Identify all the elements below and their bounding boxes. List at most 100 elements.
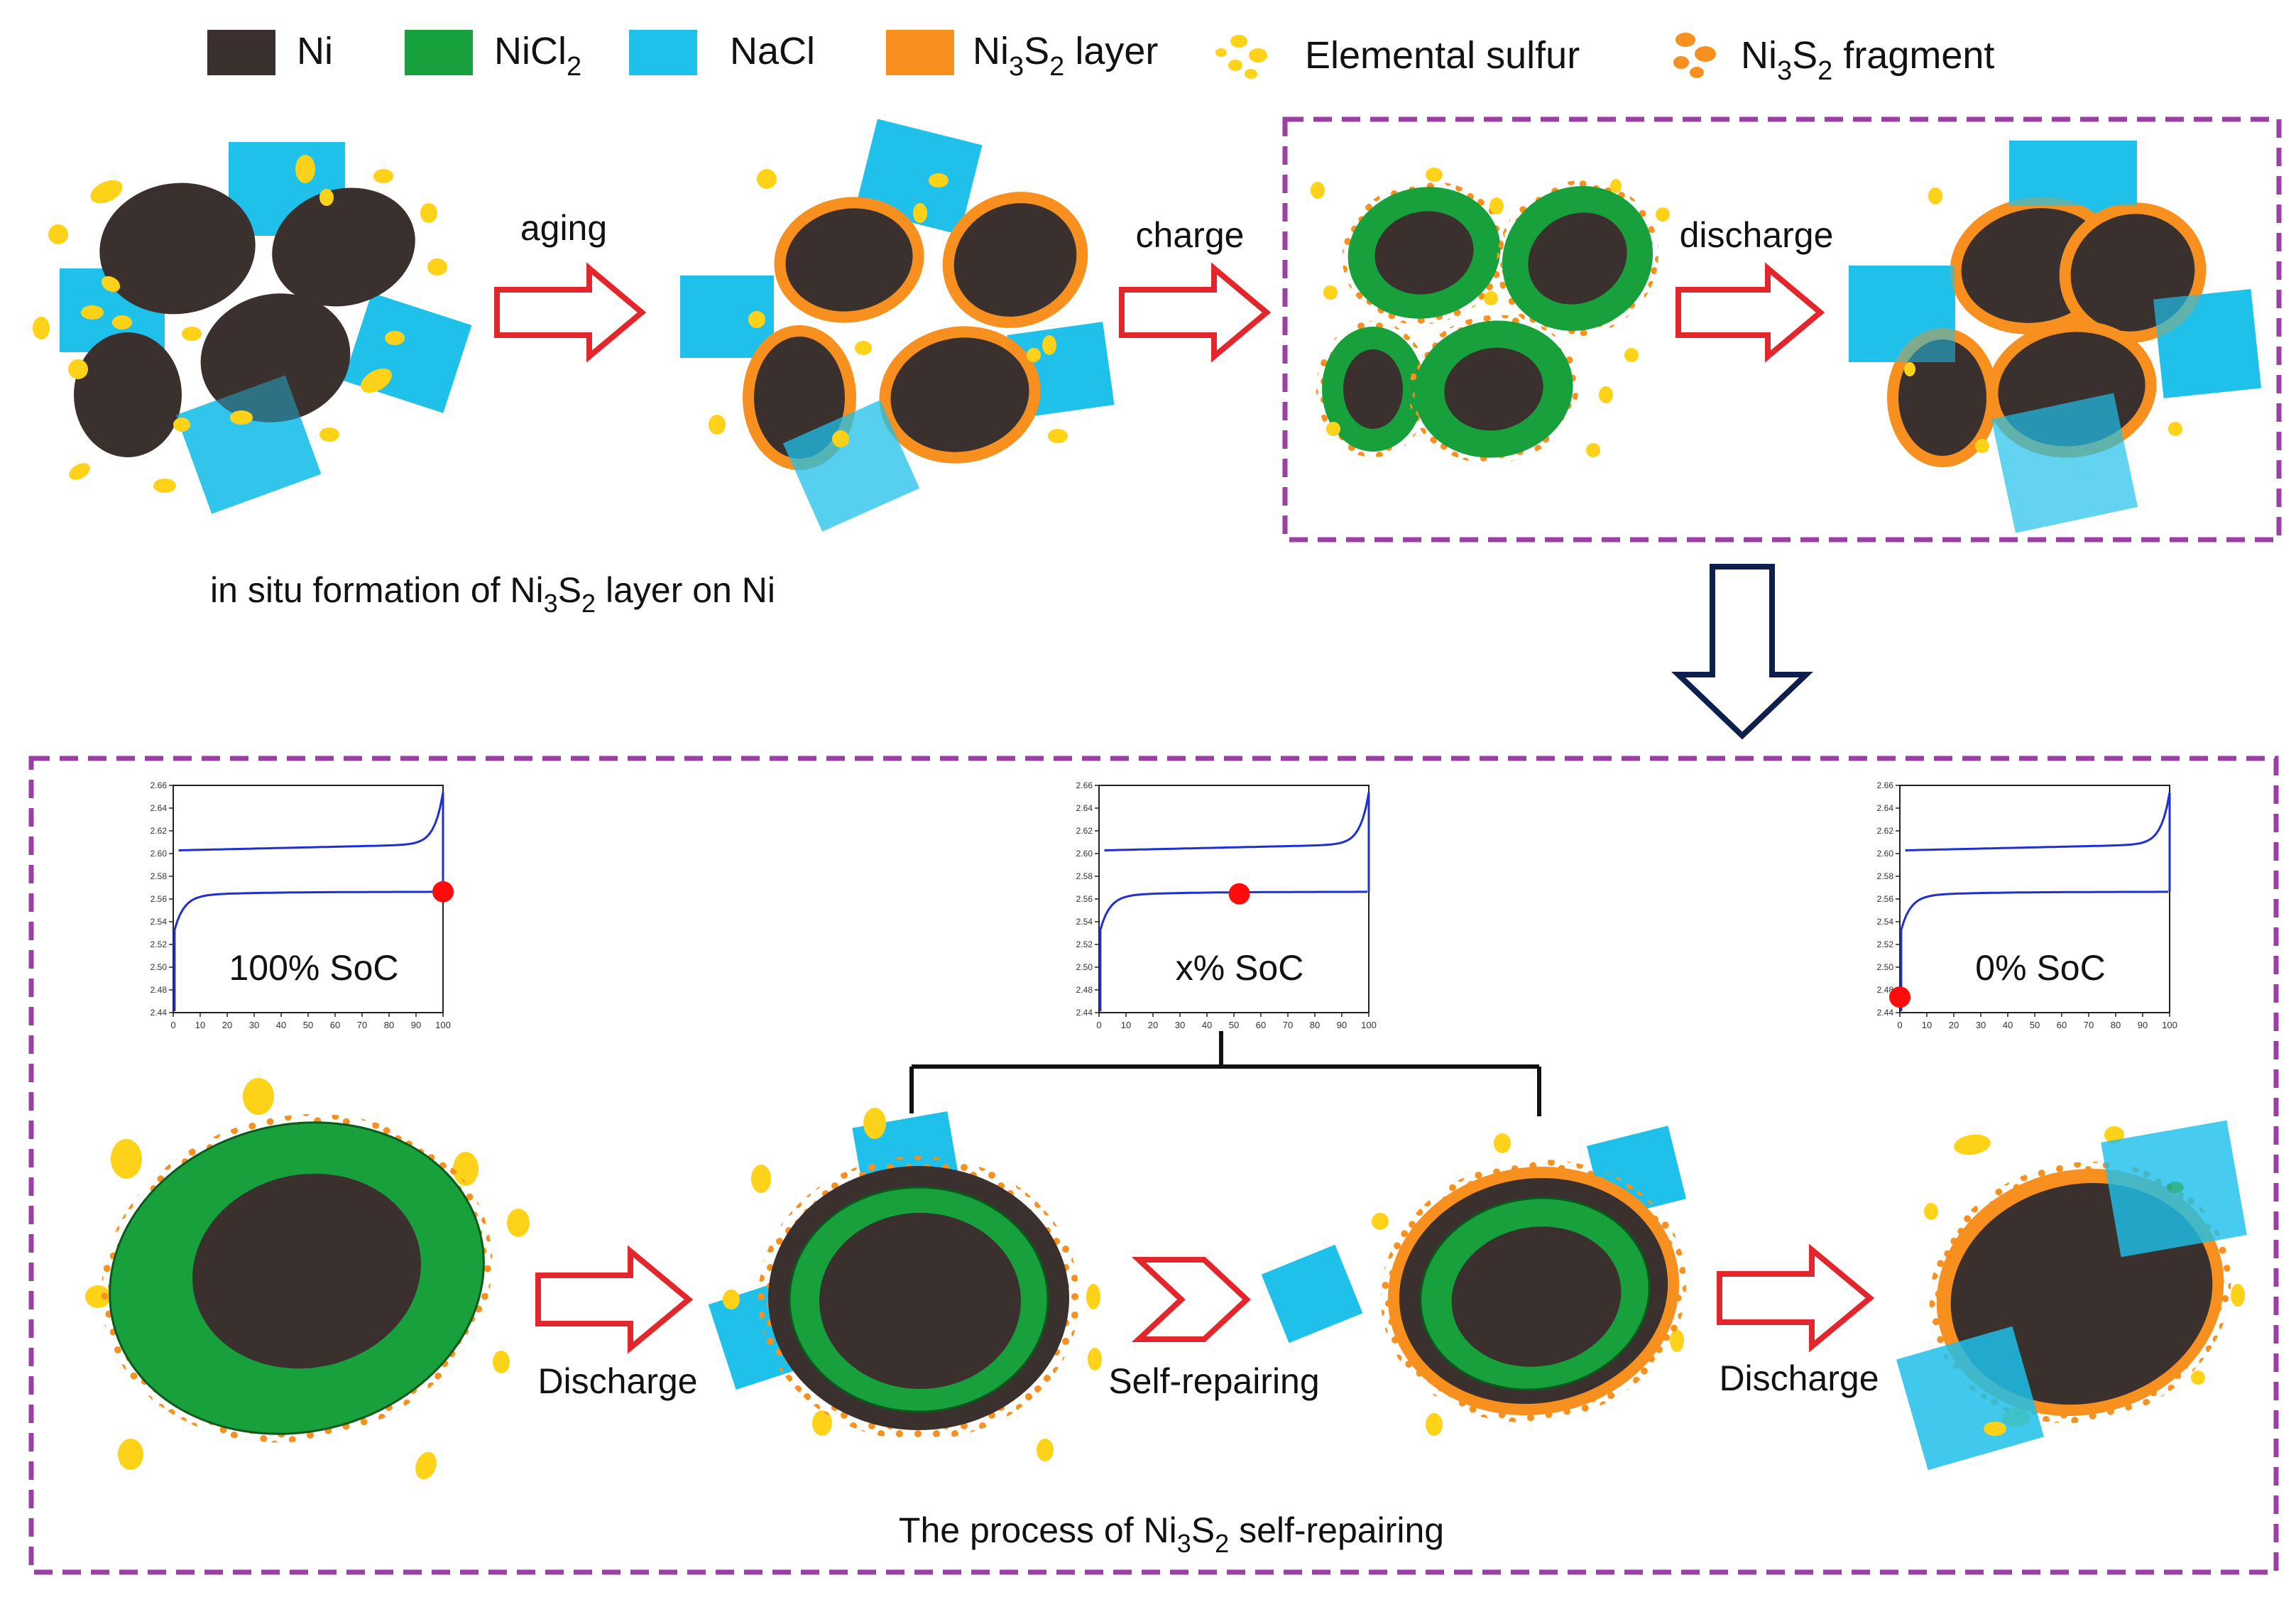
x-tick-label: 80 bbox=[1310, 1020, 1320, 1030]
y-tick-label: 2.54 bbox=[1877, 917, 1894, 927]
x-tick-label: 70 bbox=[357, 1020, 367, 1030]
ni-core bbox=[819, 1213, 1021, 1389]
y-tick-label: 2.48 bbox=[151, 985, 168, 995]
y-tick-label: 2.60 bbox=[151, 849, 168, 859]
down-arrow bbox=[1671, 564, 1813, 740]
legend-swatch-ni3s2-fragment bbox=[1673, 33, 1716, 78]
y-tick-label: 2.58 bbox=[151, 871, 168, 881]
bottom-state-full-charge bbox=[85, 1078, 530, 1480]
plot-frame bbox=[173, 785, 444, 1013]
y-tick-label: 2.44 bbox=[1877, 1008, 1894, 1018]
x-tick-label: 10 bbox=[1121, 1020, 1131, 1030]
y-tick-label: 2.56 bbox=[151, 894, 168, 904]
y-tick-label: 2.64 bbox=[151, 803, 168, 813]
x-tick-label: 100 bbox=[1361, 1020, 1377, 1030]
legend-swatch-nacl bbox=[629, 30, 697, 75]
sulfur-particles bbox=[723, 1108, 1102, 1461]
nacl-crystal bbox=[1261, 1244, 1363, 1344]
arrow-label-discharge-1: Discharge bbox=[537, 1361, 697, 1401]
bottom-state-full-discharge bbox=[1896, 1120, 2247, 1471]
y-tick-label: 2.62 bbox=[151, 826, 168, 836]
ni-particles bbox=[74, 182, 415, 457]
x-tick-label: 10 bbox=[195, 1020, 205, 1030]
y-tick-label: 2.58 bbox=[1076, 871, 1093, 881]
y-tick-label: 2.50 bbox=[151, 962, 168, 972]
y-tick-label: 2.56 bbox=[1877, 894, 1894, 904]
stage-discharged bbox=[1849, 141, 2261, 533]
x-tick-label: 60 bbox=[330, 1020, 340, 1030]
arrow-discharge-2: Discharge bbox=[1717, 1243, 1879, 1398]
arrow-aging: aging bbox=[494, 208, 647, 363]
legend-label-nacl: NaCl bbox=[730, 30, 815, 72]
x-tick-label: 80 bbox=[2111, 1020, 2121, 1030]
nacl-crystal bbox=[1896, 1326, 2045, 1471]
x-tick-label: 40 bbox=[1202, 1020, 1212, 1030]
y-tick-label: 2.60 bbox=[1076, 849, 1093, 859]
x-tick-label: 20 bbox=[222, 1020, 232, 1030]
y-tick-label: 2.48 bbox=[1877, 985, 1894, 995]
x-tick-label: 40 bbox=[276, 1020, 286, 1030]
legend-swatch-ni3s2-layer bbox=[886, 30, 954, 75]
arrow-label-discharge-2: Discharge bbox=[1719, 1358, 1879, 1398]
y-tick-label: 2.64 bbox=[1076, 803, 1093, 813]
arrow-discharge-top: discharge bbox=[1675, 215, 1834, 363]
arrow-label-charge: charge bbox=[1136, 215, 1245, 255]
legend-swatch-ni bbox=[207, 30, 275, 75]
nacl-overlay bbox=[1849, 141, 2261, 533]
x-tick-label: 30 bbox=[1175, 1020, 1185, 1030]
x-tick-label: 100 bbox=[435, 1020, 451, 1030]
nacl-overlay bbox=[782, 400, 920, 532]
x-tick-label: 40 bbox=[2003, 1020, 2013, 1030]
y-tick-label: 2.66 bbox=[1877, 780, 1894, 790]
x-tick-label: 50 bbox=[2030, 1020, 2040, 1030]
soc-marker bbox=[432, 881, 454, 903]
soc-marker bbox=[1889, 986, 1910, 1008]
sulfur-particles bbox=[1311, 168, 1670, 457]
legend-label-ni3s2-fragment: Ni3S2 fragment bbox=[1741, 34, 1994, 86]
y-tick-label: 2.54 bbox=[1076, 917, 1093, 927]
legend-swatch-sulfur bbox=[1215, 35, 1267, 79]
y-tick-label: 2.64 bbox=[1877, 803, 1894, 813]
x-tick-label: 60 bbox=[1256, 1020, 1266, 1030]
arrow-charge: charge bbox=[1119, 215, 1272, 363]
y-tick-label: 2.44 bbox=[1076, 1008, 1093, 1018]
sulfur-particles bbox=[33, 155, 447, 493]
x-tick-label: 0 bbox=[1897, 1020, 1902, 1030]
y-tick-label: 2.62 bbox=[1877, 826, 1894, 836]
self-repair-frame bbox=[28, 756, 2279, 1575]
x-tick-label: 30 bbox=[249, 1020, 259, 1030]
arrow-label-self-repairing: Self-repairing bbox=[1108, 1361, 1319, 1401]
legend-label-nicl2: NiCl2 bbox=[494, 30, 581, 82]
ni-core bbox=[1451, 1226, 1622, 1367]
x-tick-label: 0 bbox=[170, 1020, 175, 1030]
arrow-label-discharge: discharge bbox=[1680, 215, 1834, 255]
x-tick-label: 0 bbox=[1096, 1020, 1101, 1030]
x-tick-label: 20 bbox=[1148, 1020, 1158, 1030]
legend-label-ni: Ni bbox=[297, 30, 333, 72]
x-tick-label: 80 bbox=[384, 1020, 394, 1030]
discharge-curve bbox=[173, 890, 442, 930]
x-tick-label: 90 bbox=[2138, 1020, 2148, 1030]
y-tick-label: 2.66 bbox=[1076, 780, 1093, 790]
sulfur-particles bbox=[1904, 187, 2182, 453]
sulfur-particles bbox=[85, 1078, 530, 1480]
charged-particles bbox=[1316, 180, 1659, 464]
charge-discharge-frame bbox=[1282, 116, 2282, 543]
stage-charged bbox=[1311, 168, 1670, 464]
nacl-overlay bbox=[175, 375, 322, 514]
x-tick-label: 50 bbox=[303, 1020, 313, 1030]
x-tick-label: 90 bbox=[1337, 1020, 1347, 1030]
y-tick-label: 2.60 bbox=[1877, 849, 1894, 859]
y-tick-label: 2.52 bbox=[1076, 939, 1093, 949]
legend-swatch-nicl2 bbox=[405, 30, 473, 75]
y-tick-label: 2.50 bbox=[1877, 962, 1894, 972]
x-tick-label: 20 bbox=[1949, 1020, 1959, 1030]
charge-curve bbox=[1905, 792, 2171, 851]
y-tick-label: 2.52 bbox=[151, 939, 168, 949]
x-tick-label: 70 bbox=[2084, 1020, 2094, 1030]
